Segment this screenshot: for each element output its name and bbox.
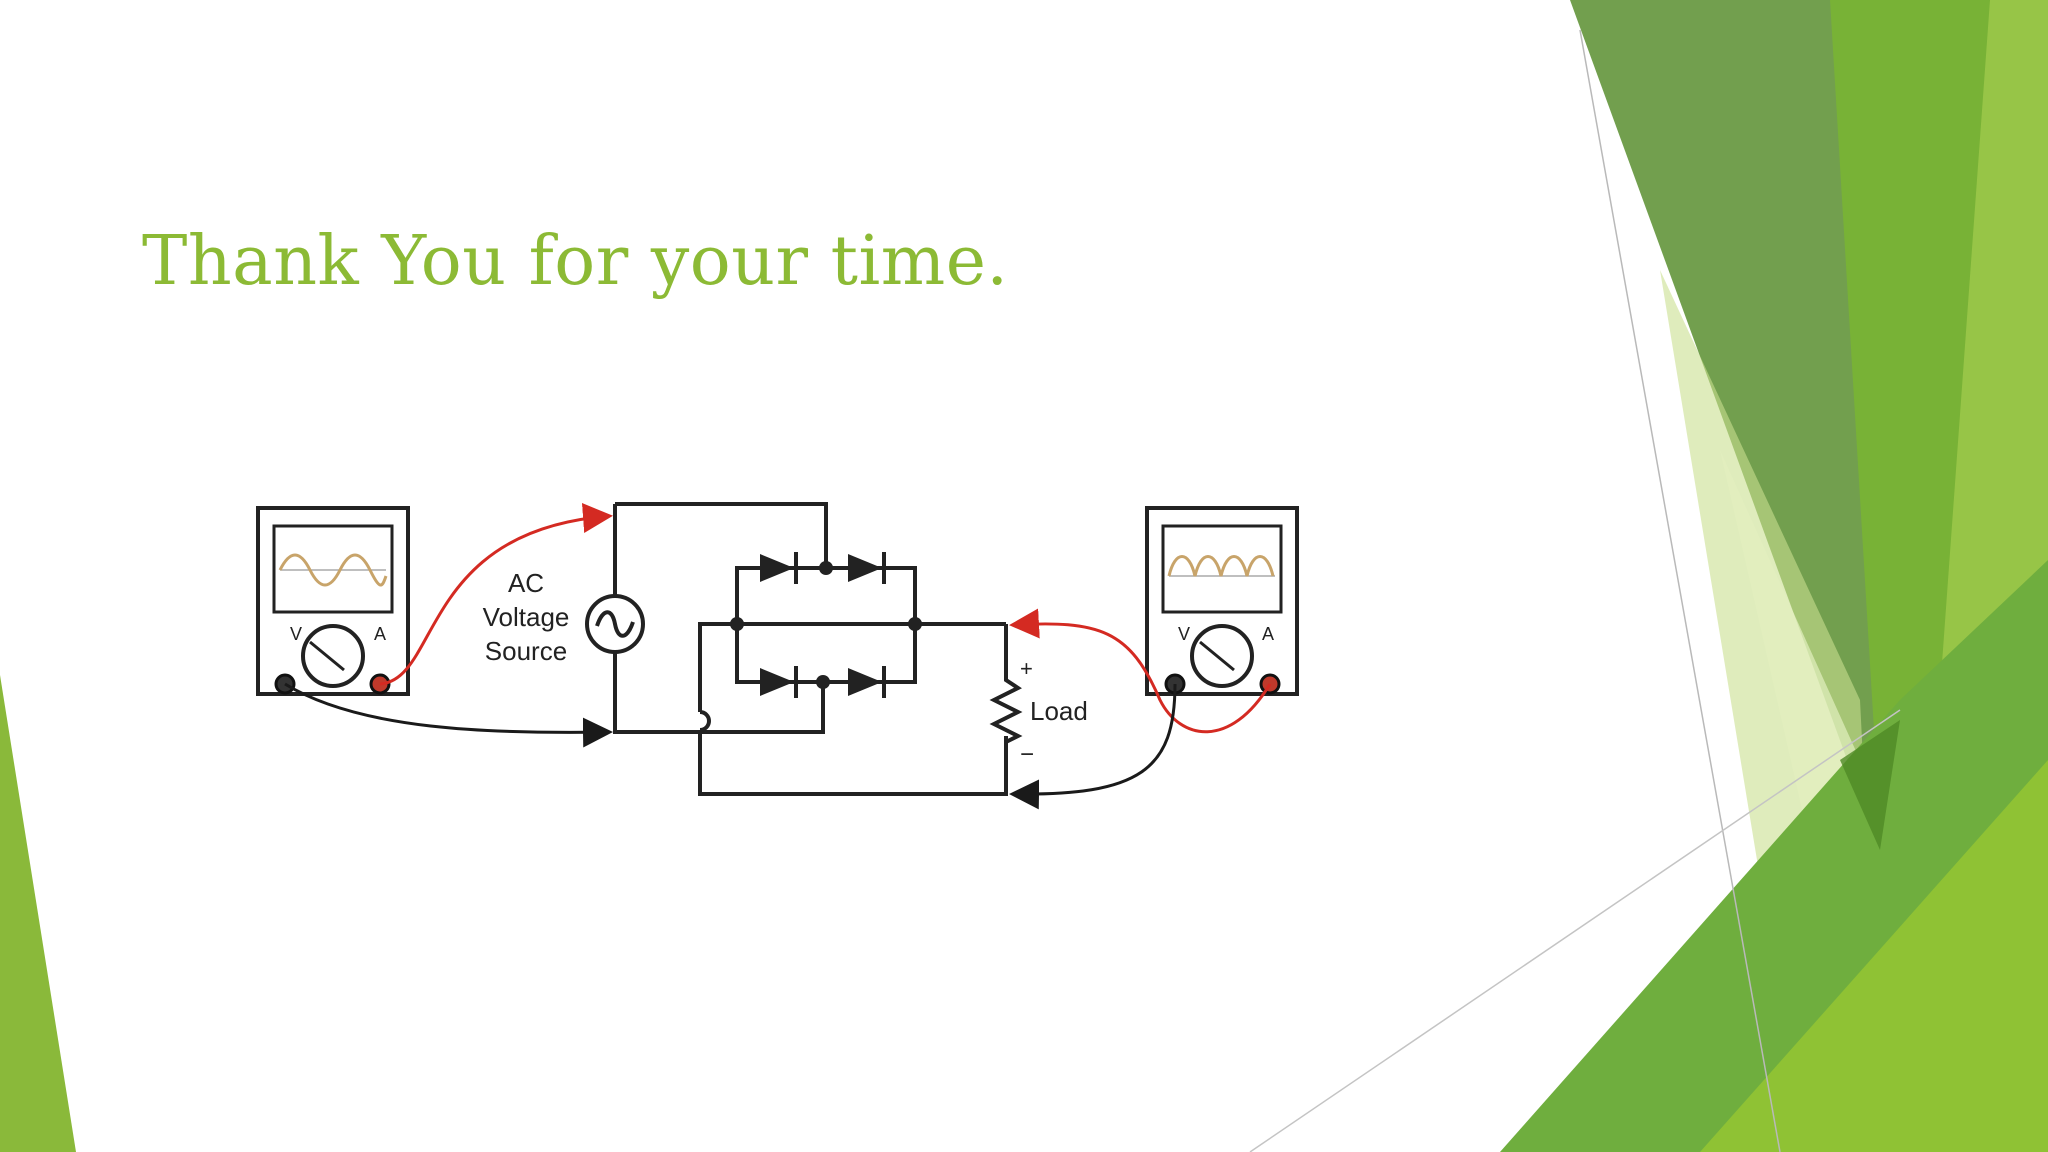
source-label-line-2: Voltage <box>483 602 570 632</box>
right-black-probe-wire <box>1009 683 1177 810</box>
left-red-probe-wire <box>379 503 613 686</box>
thin-line-1 <box>1579 29 1781 1152</box>
bottom-facet-olive <box>1840 720 1900 850</box>
right-facet-dark <box>1570 0 1928 850</box>
left-meter-sine-wave <box>278 553 388 587</box>
right-meter-needle <box>1199 640 1235 672</box>
rectifier-circuit-diagram: V A AC Voltage Source <box>256 502 1299 810</box>
slide-title: Thank You for your time. <box>142 222 1009 301</box>
left-meter-needle <box>309 640 345 672</box>
right-facet-light <box>1935 0 2048 760</box>
load-plus-sign: + <box>1020 656 1033 681</box>
diode-top-right <box>848 552 886 584</box>
diode-top-left <box>760 552 798 584</box>
source-label-line-1: AC <box>508 568 544 598</box>
left-meter-volt-label: V <box>290 624 302 644</box>
junction-dots <box>730 561 922 689</box>
thin-line-2 <box>1249 709 1901 1152</box>
source-label-line-3: Source <box>485 636 567 666</box>
left-black-probe-wire <box>284 682 613 748</box>
load-label: Load <box>1030 696 1088 726</box>
diode-bottom-left <box>760 666 798 698</box>
left-meter: V A <box>256 506 410 696</box>
right-red-probe-wire <box>1009 608 1272 734</box>
diode-bottom-right <box>848 666 886 698</box>
left-green-sliver <box>0 675 76 1152</box>
right-meter-amp-label: A <box>1262 624 1274 644</box>
load-resistor: + Load − <box>989 656 1088 768</box>
right-meter-volt-label: V <box>1178 624 1190 644</box>
left-meter-amp-label: A <box>374 624 386 644</box>
circuit-wires <box>613 502 1008 796</box>
bottom-facet-bright <box>1700 760 2048 1152</box>
ac-source-label: AC Voltage Source <box>483 568 570 666</box>
ac-source-symbol <box>585 594 645 654</box>
right-meter: V A <box>1145 506 1299 696</box>
right-meter-rectified-wave <box>1167 555 1275 577</box>
load-minus-sign: − <box>1020 741 1034 768</box>
